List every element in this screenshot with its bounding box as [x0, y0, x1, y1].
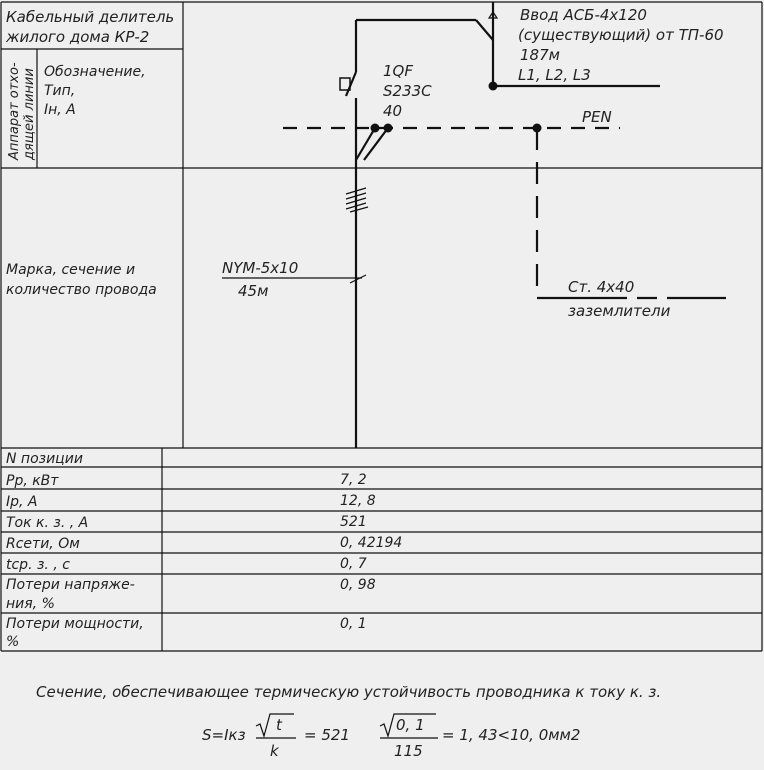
cable-mark: NYM-5х10 [222, 259, 298, 277]
formula-result: = 1, 43<10, 0мм2 [442, 726, 580, 744]
table-row-value: 7, 2 [340, 472, 367, 488]
table-grid [0, 1, 763, 652]
table-row-label: Ток к. з. , А [6, 515, 88, 531]
cable-label-1: Марка, сечение и [6, 262, 135, 278]
table-row-label: Потери напряже- [6, 577, 135, 593]
breaker-current: 40 [383, 102, 402, 120]
table-row-value: 0, 1 [340, 616, 367, 632]
title-line-2: жилого дома КР-2 [5, 28, 149, 46]
table-row-value: 0, 7 [340, 556, 367, 572]
breaker-name: 1QF [383, 62, 413, 80]
input-length: 187м [520, 46, 560, 64]
table-row-label: Iр, А [6, 494, 38, 510]
formula-lhs: S=Iкз [202, 726, 246, 744]
footer-caption: Сечение, обеспечивающее термическую усто… [36, 683, 661, 701]
table-row-value: 12, 8 [340, 493, 376, 509]
formula-eq-1: = 521 [304, 726, 350, 744]
table-row-label: Рр, кВт [6, 473, 59, 489]
cable-length: 45м [238, 282, 268, 300]
table-row-label: % [6, 634, 19, 650]
input-label-1: Ввод АСБ-4х120 [520, 6, 647, 24]
designation-label-1: Обозначение, [44, 64, 146, 80]
table-row-label: N позиции [6, 451, 83, 467]
ground-sublabel: заземлители [568, 302, 671, 320]
denominator-2: 115 [394, 742, 423, 760]
table-row-value: 521 [340, 514, 367, 530]
junction-dot [532, 123, 542, 133]
designation-label-3: Iн, А [44, 102, 76, 118]
ground-label: Ст. 4х40 [568, 278, 634, 296]
wiring [222, 2, 726, 448]
table-row-value: 0, 42194 [340, 535, 402, 551]
table-row-label: tср. з. , с [6, 557, 70, 573]
apparatus-label-2: дящей линии [22, 68, 37, 161]
table-row-label: Rсети, Ом [6, 536, 80, 552]
input-label-2: (существующий) от ТП-60 [518, 26, 724, 44]
designation-label-2: Тип, [44, 83, 75, 99]
junction-dot [383, 123, 393, 133]
sqrt-arg-1: t [276, 716, 283, 734]
apparatus-label-1: Аппарат отхо- [7, 62, 22, 161]
title-line-1: Кабельный делитель [6, 8, 174, 26]
breaker-type: S233C [383, 82, 432, 100]
junction-dot [370, 123, 380, 133]
junction-dot [488, 81, 498, 91]
table-row-value: 0, 98 [340, 577, 376, 593]
phases-label: L1, L2, L3 [518, 66, 591, 84]
table-row-label: ния, % [6, 596, 55, 612]
cable-label-2: количество провода [6, 282, 157, 298]
denominator-1: k [270, 742, 280, 760]
sqrt-arg-2: 0, 1 [396, 716, 425, 734]
table-row-label: Потери мощности, [6, 616, 144, 632]
formula: S=Iкз t k = 521 0, 1 115 = 1, 43<10, 0мм… [202, 713, 580, 760]
pen-label: PEN [582, 108, 612, 126]
